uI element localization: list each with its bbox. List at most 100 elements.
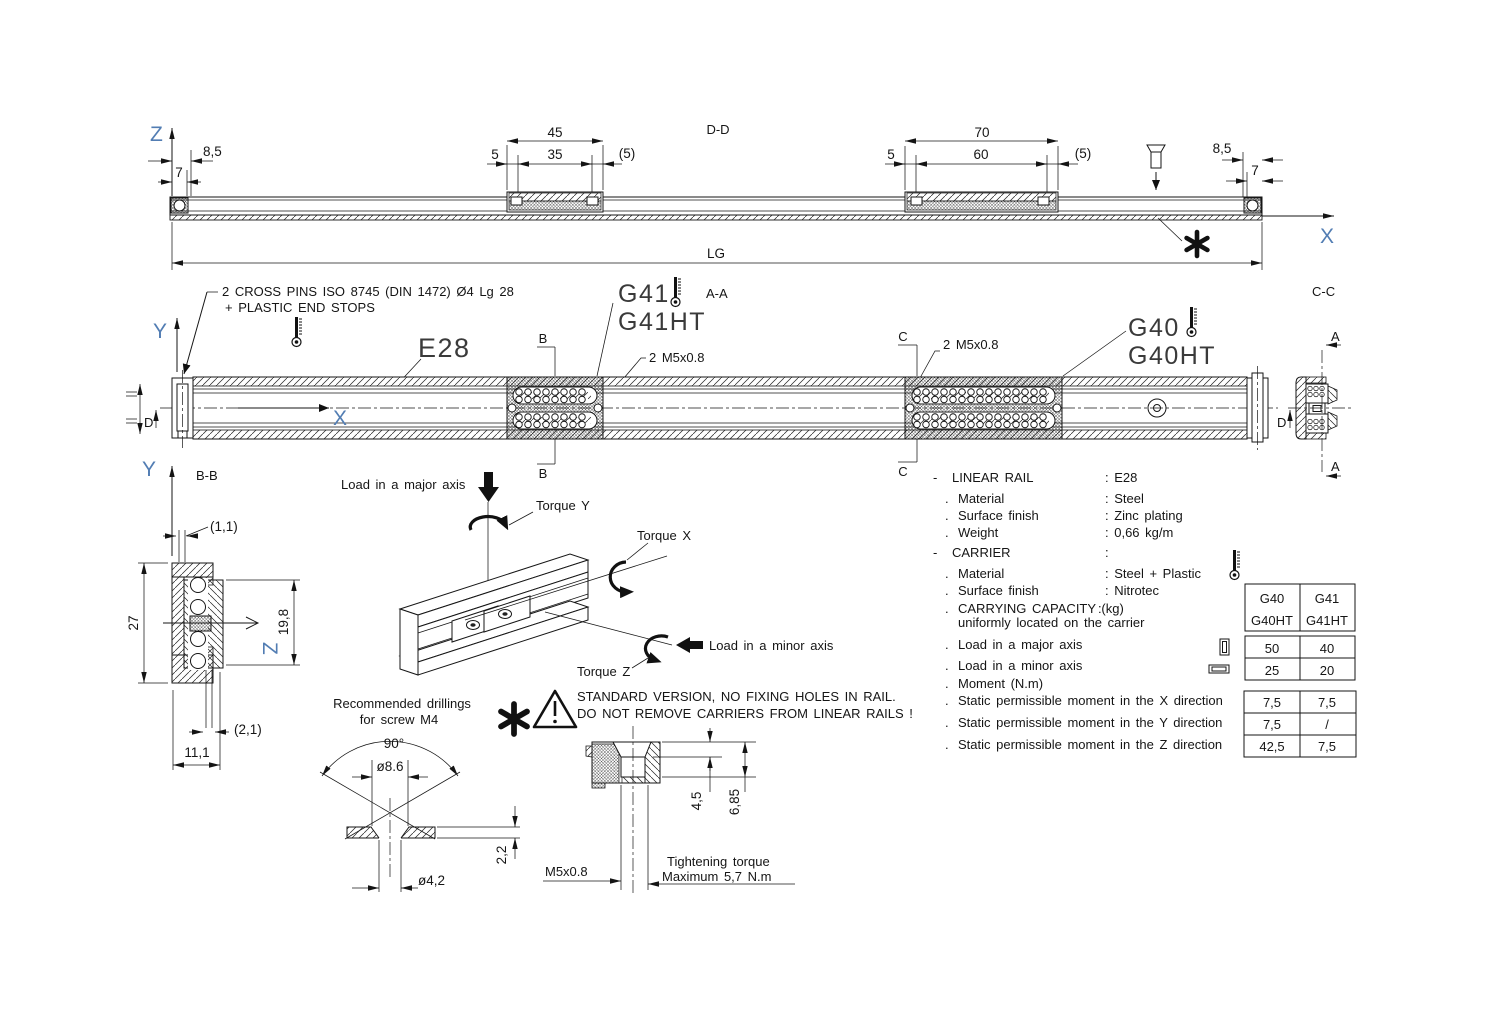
carrier2-label: G40 xyxy=(1128,314,1180,342)
table-cell: 20 xyxy=(1320,663,1334,678)
spec-value: : xyxy=(1098,601,1102,616)
asterisk-icon xyxy=(501,704,527,734)
spec-list: - LINEAR RAIL : E28 . Material : Steel .… xyxy=(933,470,1241,752)
thermometer-icon xyxy=(1229,549,1241,581)
asterisk-icon xyxy=(1157,217,1207,256)
spec-label: Static permissible moment in the X direc… xyxy=(958,693,1223,708)
dim-bb-198: 19,8 xyxy=(276,609,291,635)
torque-x-label: Torque X xyxy=(637,528,691,543)
spec-value: : 0,66 kg/m xyxy=(1105,525,1173,540)
top-view: Z D-D xyxy=(148,122,1334,270)
spec-bullet: . xyxy=(945,525,949,540)
load-major-arrow xyxy=(478,472,499,502)
spec-label: Weight xyxy=(958,525,999,540)
spec-bullet: . xyxy=(945,737,949,752)
spec-label: Material xyxy=(958,491,1004,506)
warning-line-2: DO NOT REMOVE CARRIERS FROM LINEAR RAILS… xyxy=(577,706,913,721)
dim-lg: LG xyxy=(707,246,725,261)
drilling-title-1: Recommended drillings xyxy=(333,696,471,711)
load-minor-icon xyxy=(1208,664,1230,674)
nut-detail: 4,5 6,85 M5x0.8 Tightening torque Maximu… xyxy=(543,726,795,893)
section-bb-view: Y B-B Z (1,1) 27 19,8 (2, xyxy=(126,458,300,770)
spec-bullet: . xyxy=(945,637,949,652)
equal-marks xyxy=(126,384,143,434)
dim-left-85: 8,5 xyxy=(203,144,222,159)
drilling-dia-hole: ø4,2 xyxy=(418,873,445,888)
end-cap-right xyxy=(1246,366,1269,450)
carrier2-label-ht: G40HT xyxy=(1128,342,1216,370)
carrier2-front xyxy=(904,376,1063,440)
dim-left-7: 7 xyxy=(175,165,183,180)
table-header-g40: G40 xyxy=(1260,591,1285,606)
axis-y-section-label: Y xyxy=(142,458,156,481)
spec-bullet: . xyxy=(945,491,949,506)
warning-line-1: STANDARD VERSION, NO FIXING HOLES IN RAI… xyxy=(577,689,896,704)
warning-note: STANDARD VERSION, NO FIXING HOLES IN RAI… xyxy=(501,689,913,734)
load-major-label: Load in a major axis xyxy=(341,477,466,492)
table-cell: 7,5 xyxy=(1263,717,1281,732)
torque-y-label: Torque Y xyxy=(536,498,590,513)
spec-label: CARRIER xyxy=(952,545,1011,560)
section-cc-label: C-C xyxy=(1312,284,1335,299)
drilled-plate xyxy=(346,826,436,839)
mark-d-right: D xyxy=(1277,415,1286,430)
thermometer-icon xyxy=(670,276,682,308)
spec-label: LINEAR RAIL xyxy=(952,470,1033,485)
axis-x-front-label: X xyxy=(333,407,347,430)
screw-icon xyxy=(1146,144,1166,190)
load-minor-arrow xyxy=(676,637,703,653)
dim-c2-70: 70 xyxy=(974,125,989,140)
dim-bb-27: 27 xyxy=(126,615,141,630)
dim-bb-21: (2,1) xyxy=(234,722,262,737)
spec-label: Load in a minor axis xyxy=(958,658,1083,673)
nut-thread-label: M5x0.8 xyxy=(545,864,588,879)
dim-c1-45: 45 xyxy=(547,125,562,140)
spec-bullet: - xyxy=(933,470,937,485)
spec-value: : Nitrotec xyxy=(1105,583,1160,598)
section-bb-label: B-B xyxy=(196,468,218,483)
thread-callout-2: 2 M5x0.8 xyxy=(943,337,998,352)
table-cell: / xyxy=(1325,717,1329,732)
spec-bullet: . xyxy=(945,601,949,616)
table-header-g40ht: G40HT xyxy=(1251,613,1293,628)
spec-bullet: . xyxy=(945,566,949,581)
iso-view: Load in a major axis Torque Y Torque X L… xyxy=(341,472,834,679)
mark-a-bottom: A xyxy=(1331,459,1340,474)
end-stop-left xyxy=(170,197,189,214)
thermometer-icon xyxy=(291,316,303,348)
spec-value: : E28 xyxy=(1105,470,1137,485)
spec-label: Static permissible moment in the Z direc… xyxy=(958,737,1222,752)
spec-label: Surface finish xyxy=(958,508,1039,523)
pins-note-line2: + PLASTIC END STOPS xyxy=(225,300,375,315)
torque-z-label: Torque Z xyxy=(577,664,630,679)
front-view: 2 CROSS PINS ISO 8745 (DIN 1472) Ø4 Lg 2… xyxy=(126,276,1352,481)
spec-bullet: . xyxy=(945,508,949,523)
carrier1-label: G41 xyxy=(618,280,670,308)
spec-label-cont: uniformly located on the carrier xyxy=(958,615,1145,630)
drilling-thickness: 2,2 xyxy=(494,846,509,865)
drilling-detail: Recommended drillings for screw M4 90° ø… xyxy=(319,696,520,892)
spec-bullet: . xyxy=(945,715,949,730)
axis-y-label: Y xyxy=(153,320,167,343)
table-cell: 40 xyxy=(1320,641,1334,656)
top-section-label: D-D xyxy=(706,122,729,137)
spec-label: Moment (N.m) xyxy=(958,676,1043,691)
spec-label: Material xyxy=(958,566,1004,581)
spec-value: : Steel + Plastic xyxy=(1105,566,1201,581)
dim-right-85: 8,5 xyxy=(1213,141,1232,156)
axis-x-label: X xyxy=(1320,225,1334,248)
table-cell: 42,5 xyxy=(1259,739,1284,754)
spec-label: Load in a major axis xyxy=(958,637,1083,652)
spec-value: : Steel xyxy=(1105,491,1144,506)
pins-note-line1: 2 CROSS PINS ISO 8745 (DIN 1472) Ø4 Lg 2… xyxy=(222,284,514,299)
table-cell: 7,5 xyxy=(1318,739,1336,754)
spec-value: : xyxy=(1105,545,1109,560)
table-cell: 7,5 xyxy=(1263,695,1281,710)
mark-b-bottom: B xyxy=(539,466,548,481)
nut-dim-685: 6,85 xyxy=(727,789,742,815)
capacity-table: G40 G40HT G41 G41HT 50 40 25 20 7,5 7,5 … xyxy=(1243,583,1357,758)
axis-z-label: Z xyxy=(150,123,163,146)
spec-label: Surface finish xyxy=(958,583,1039,598)
tightening-torque-1: Tightening torque xyxy=(667,854,770,869)
